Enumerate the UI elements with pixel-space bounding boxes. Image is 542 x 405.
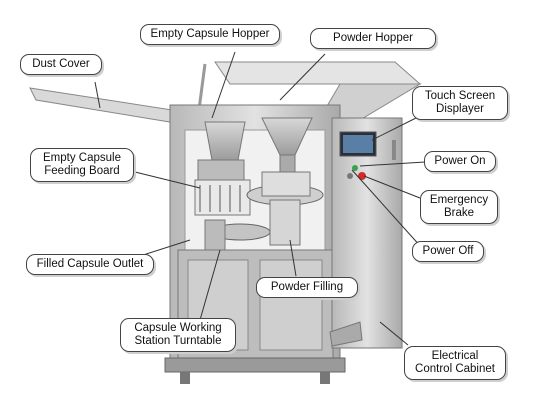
callout-emergency-brake: Emergency Brake xyxy=(420,190,498,224)
emergency-brake-label-line2: Brake xyxy=(443,207,475,219)
capsule-working-station-label-line2: Station Turntable xyxy=(134,335,222,347)
emergency-brake-label-line1: Emergency xyxy=(429,194,489,206)
capsule-working-station-label-line1: Capsule Working xyxy=(134,322,222,334)
feeding-board-part xyxy=(194,179,251,216)
feeding-board-label-line1: Empty Capsule xyxy=(43,152,121,164)
empty-capsule-hopper-label: Empty Capsule Hopper xyxy=(150,28,270,40)
powder-hopper-label: Powder Hopper xyxy=(333,32,413,44)
power-off-label: Power Off xyxy=(422,245,474,257)
control-cabinet-label-line2: Control Cabinet xyxy=(415,363,495,375)
dust-cover-part xyxy=(29,61,422,141)
feeding-board-label-line2: Feeding Board xyxy=(44,165,120,177)
callout-empty-capsule-feeding-board: Empty Capsule Feeding Board xyxy=(30,148,134,182)
callout-dust-cover: Dust Cover xyxy=(20,54,102,75)
dust-cover-label: Dust Cover xyxy=(32,58,90,70)
callout-empty-capsule-hopper: Empty Capsule Hopper xyxy=(140,24,280,45)
touch-screen-label-line1: Touch Screen xyxy=(424,90,496,102)
powder-filling-label: Powder Filling xyxy=(270,281,344,293)
touch-screen-label-line2: Displayer xyxy=(436,103,484,115)
callout-power-on: Power On xyxy=(424,151,496,172)
callout-capsule-working-station: Capsule Working Station Turntable xyxy=(120,318,236,352)
filled-capsule-outlet-label: Filled Capsule Outlet xyxy=(36,258,144,270)
leader-lines xyxy=(94,51,426,346)
callout-powder-filling: Powder Filling xyxy=(256,277,358,298)
callout-powder-hopper: Powder Hopper xyxy=(310,28,436,49)
callout-filled-capsule-outlet: Filled Capsule Outlet xyxy=(26,254,154,275)
callout-power-off: Power Off xyxy=(412,241,484,262)
power-on-label: Power On xyxy=(434,155,486,167)
callout-electrical-control-cabinet: Electrical Control Cabinet xyxy=(404,346,506,380)
callout-touch-screen: Touch Screen Displayer xyxy=(412,86,508,120)
control-cabinet-label-line1: Electrical xyxy=(431,350,479,362)
turntable-part xyxy=(204,171,324,251)
control-cabinet-part xyxy=(329,117,403,349)
